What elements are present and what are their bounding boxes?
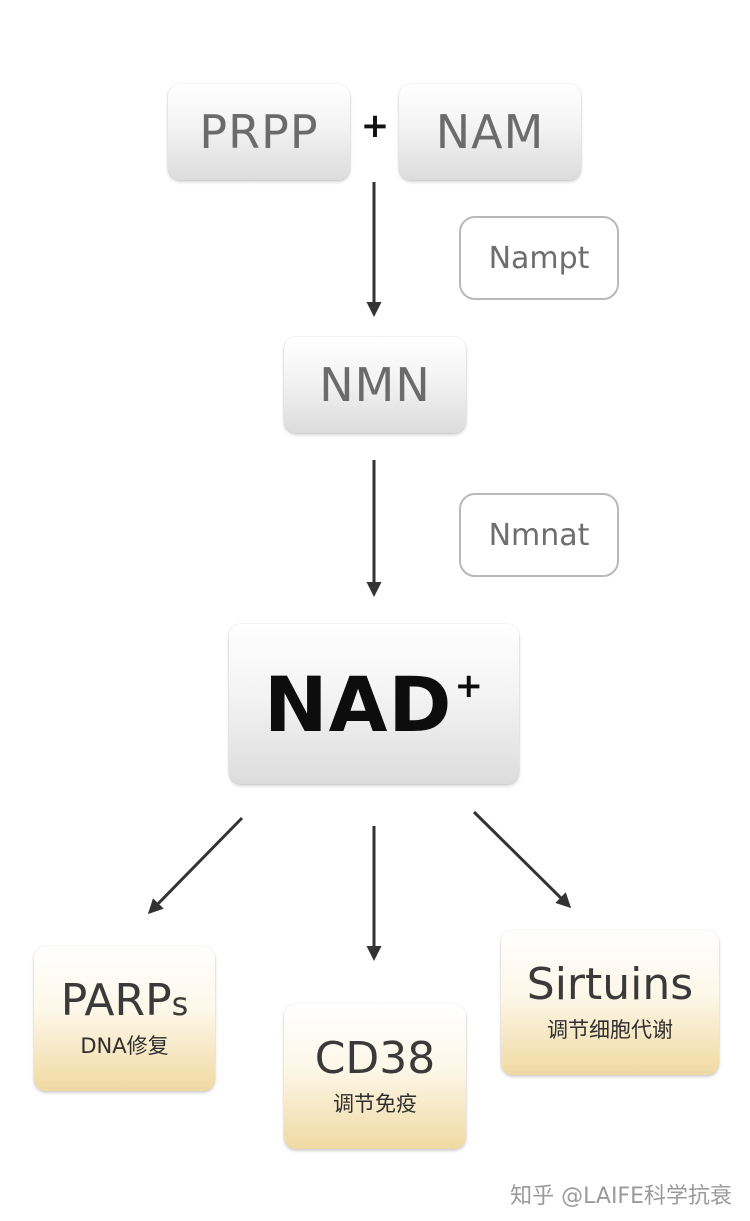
nad-superscript: +: [454, 665, 484, 706]
cd38-desc: 调节免疫: [333, 1091, 417, 1116]
parps-desc: DNA修复: [80, 1033, 169, 1058]
parps-name-text: PARP: [60, 975, 172, 1027]
parps-name-suffix: s: [171, 985, 189, 1024]
sirtuins-desc: 调节细胞代谢: [547, 1017, 673, 1042]
watermark: 知乎 @LAIFE科学抗衰: [510, 1184, 732, 1209]
arrow-to-parps: [147, 816, 244, 915]
parps-box: PARPs DNA修复: [34, 946, 215, 1091]
nad-text: NAD: [263, 659, 453, 749]
nampt-enzyme-box: Nampt: [459, 216, 619, 300]
nmnat-label: Nmnat: [488, 517, 590, 553]
cd38-box: CD38 调节免疫: [284, 1004, 466, 1149]
nmn-label: NMN: [319, 358, 431, 412]
nmnat-enzyme-box: Nmnat: [459, 493, 619, 577]
nam-box: NAM: [399, 84, 581, 180]
nam-label: NAM: [435, 105, 545, 159]
nad-box: NAD+: [229, 624, 519, 784]
nad-label: NAD+: [264, 660, 484, 749]
sirtuins-name: Sirtuins: [526, 959, 694, 1011]
nampt-label: Nampt: [488, 240, 590, 276]
prpp-label: PRPP: [199, 105, 319, 159]
plus-sign: +: [360, 106, 390, 146]
arrow-to-sirtuins: [472, 810, 572, 909]
prpp-box: PRPP: [168, 84, 350, 180]
sirtuins-box: Sirtuins 调节细胞代谢: [501, 930, 719, 1075]
nmn-box: NMN: [284, 337, 466, 433]
cd38-name: CD38: [314, 1033, 436, 1085]
parps-name: PARPs: [61, 977, 189, 1025]
